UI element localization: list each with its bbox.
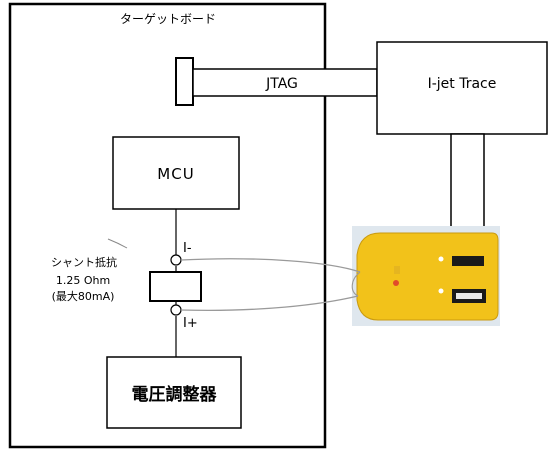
shunt-resistor (149, 271, 202, 302)
shunt-label-line3: (最大80mA) (52, 289, 115, 303)
jtag-cable (192, 68, 378, 97)
sense-wire-minus (180, 258, 361, 273)
terminal-plus (170, 304, 182, 316)
jtag-label: JTAG (265, 76, 298, 92)
sense-wire-plus (180, 295, 359, 311)
mcu-label: MCU (157, 165, 194, 183)
shunt-label-line1: シャント抵抗 (51, 255, 117, 269)
board-title: ターゲットボード (120, 12, 216, 26)
sense-wire-loop (351, 271, 361, 297)
terminal-plus-label: I+ (183, 316, 198, 331)
terminal-minus (170, 254, 182, 266)
regulator-block (106, 356, 242, 429)
shunt-label-line2: 1.25 Ohm (56, 274, 110, 287)
regulator-label: 電圧調整器 (132, 384, 218, 405)
shunt-label-tick (107, 238, 128, 249)
ijet-trace-device-image (352, 226, 500, 326)
probe-box (376, 41, 548, 135)
probe-label: I-jet Trace (428, 76, 497, 92)
terminal-minus-label: I- (183, 241, 192, 256)
jtag-connector (175, 57, 194, 106)
